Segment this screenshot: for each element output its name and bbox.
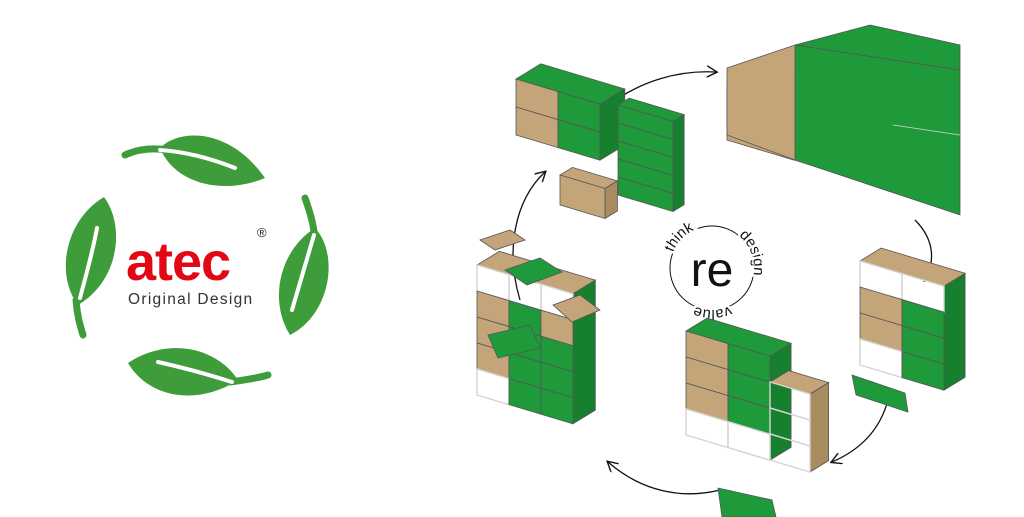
divider	[892, 124, 961, 136]
arrow-left-icon	[512, 172, 545, 301]
leaf-ring-icon	[65, 135, 329, 396]
open-frame-cell	[769, 433, 811, 473]
large-cabinet-side-module	[726, 44, 796, 161]
badge-center-text: re	[691, 244, 734, 297]
loose-panel-tan	[479, 229, 526, 251]
brand-tagline: Original Design	[128, 291, 253, 308]
drawer-front-green	[617, 176, 674, 213]
badge-word-design: design	[736, 226, 767, 276]
cabinet-side-panel	[943, 272, 966, 391]
leaf-right-icon	[278, 194, 329, 335]
loose-panel-green	[487, 324, 541, 359]
loose-panel-tan	[552, 294, 601, 323]
arrow-bottom-icon	[608, 462, 721, 495]
cabinet-side-panel	[672, 113, 685, 213]
registered-mark: ®	[257, 225, 267, 240]
large-cabinet-front	[794, 44, 961, 216]
brand-logo-text: atec	[126, 232, 230, 292]
cabinet-side-panel	[809, 381, 829, 473]
leaf-top-icon	[121, 135, 265, 187]
pulled-drawer	[851, 374, 909, 413]
think-redesign-value-badge: think design value re	[659, 216, 770, 326]
loose-panel-green	[504, 257, 563, 286]
leaf-left-icon	[65, 197, 117, 339]
leaf-bottom-icon	[128, 348, 272, 396]
cabinet-top-panel	[859, 247, 967, 287]
pulled-drawer-bottom	[717, 487, 777, 517]
drawer-front-green	[901, 351, 945, 391]
drawer-front-green	[557, 119, 601, 161]
drawer-front-green	[540, 387, 574, 425]
panel-tan	[559, 174, 606, 220]
badge-ring-text-2: design	[736, 226, 767, 276]
cabinet-side-panel	[769, 342, 792, 461]
cabinet-drawings	[476, 24, 967, 517]
arrow-lower-right-icon	[832, 399, 889, 462]
large-cabinet-top	[794, 24, 961, 71]
